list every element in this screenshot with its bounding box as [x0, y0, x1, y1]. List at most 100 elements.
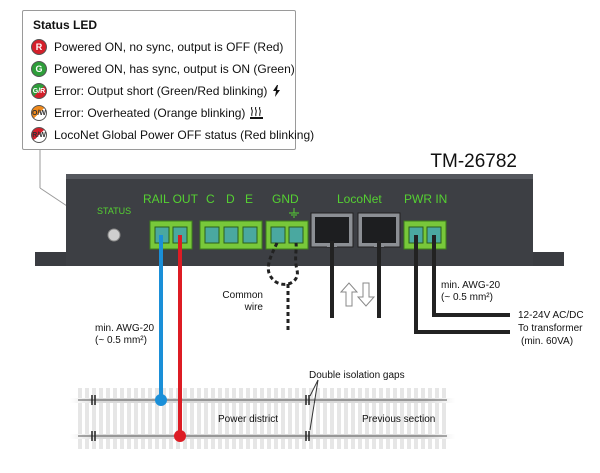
led-red-white-badge: R/W	[31, 127, 47, 143]
legend-item: O/W Error: Overheated (Orange blinking)	[31, 104, 264, 122]
track-sleeper	[218, 388, 222, 449]
status-label: STATUS	[97, 206, 131, 216]
track-sleeper	[225, 388, 229, 449]
track-sleeper	[253, 388, 257, 449]
track-sleeper	[141, 388, 145, 449]
track-sleeper	[85, 388, 89, 449]
arrow-down-icon	[356, 282, 376, 307]
track-sleeper	[407, 388, 411, 449]
mounting-flange-left	[35, 252, 67, 266]
awg-right-label: (~ 0.5 mm²)	[441, 292, 493, 303]
track-sleeper	[260, 388, 264, 449]
track-sleeper	[169, 388, 173, 449]
ground-icon	[289, 208, 299, 218]
track-sleeper	[197, 388, 201, 449]
lightning-icon	[273, 85, 281, 97]
gap-pointer	[309, 379, 319, 431]
legend-item-text: Error: Output short (Green/Red blinking)	[54, 84, 268, 98]
legend-item-text: Error: Overheated (Orange blinking)	[54, 106, 246, 120]
legend-item: G Powered ON, has sync, output is ON (Gr…	[31, 60, 295, 78]
led-green-red-badge: G/R	[31, 83, 47, 99]
track-sleeper	[239, 388, 243, 449]
track-sleeper	[400, 388, 404, 449]
track-sleeper	[274, 388, 278, 449]
track-sleeper	[113, 388, 117, 449]
track-sleepers	[78, 388, 446, 449]
legend-item: R/W LocoNet Global Power OFF status (Red…	[31, 126, 314, 144]
legend-item: R Powered ON, no sync, output is OFF (Re…	[31, 38, 283, 56]
power-label: (min. 60VA)	[521, 336, 573, 347]
rail-out-terminal	[149, 220, 193, 250]
track-sleeper	[155, 388, 159, 449]
track-sleeper	[288, 388, 292, 449]
track-sleeper	[365, 388, 369, 449]
common-wire-label: wire	[244, 302, 264, 313]
power-label: To transformer	[518, 323, 583, 334]
awg-right-label: min. AWG-20	[441, 280, 501, 291]
track-sleeper	[421, 388, 425, 449]
heat-icon	[250, 107, 264, 119]
gnd-terminal	[265, 220, 309, 250]
awg-left-label: min. AWG-20	[95, 323, 155, 334]
track-sleeper	[281, 388, 285, 449]
track-sleeper	[106, 388, 110, 449]
track-sleeper	[162, 388, 166, 449]
track-sleeper	[372, 388, 376, 449]
power-district-label: Power district	[218, 414, 278, 425]
track-sleeper	[302, 388, 306, 449]
track-sleeper	[267, 388, 271, 449]
track-sleeper	[190, 388, 194, 449]
track-sleeper	[337, 388, 341, 449]
track-sleeper	[379, 388, 383, 449]
device-top-edge	[66, 174, 533, 179]
pwr-in-label: PWR IN	[404, 192, 447, 206]
gap-pointer	[309, 379, 319, 397]
awg-left-label: (~ 0.5 mm²)	[95, 335, 147, 346]
led-green-badge: G	[31, 61, 47, 77]
legend-title: Status LED	[33, 18, 98, 32]
wire-blue-joint	[155, 394, 167, 406]
track-sleeper	[414, 388, 418, 449]
track-sleeper	[358, 388, 362, 449]
cde-terminal	[199, 220, 263, 250]
isolation-gap	[91, 395, 310, 441]
track-sleeper	[78, 388, 82, 449]
track-sleeper	[428, 388, 432, 449]
wire-red-joint	[174, 430, 186, 442]
gaps-label: Double isolation gaps	[309, 370, 405, 381]
legend-item-text: LocoNet Global Power OFF status (Red bli…	[54, 128, 315, 142]
led-orange-white-badge: O/W	[31, 105, 47, 121]
model-name: TM-26782	[430, 151, 517, 172]
track-sleeper	[183, 388, 187, 449]
track-sleeper	[92, 388, 96, 449]
d-label: D	[226, 192, 235, 206]
track-sleeper	[295, 388, 299, 449]
track-sleeper	[344, 388, 348, 449]
rail-out-label: RAIL OUT	[143, 192, 199, 206]
e-label: E	[245, 192, 253, 206]
c-label: C	[206, 192, 215, 206]
track-sleeper	[232, 388, 236, 449]
loconet-label: LocoNet	[337, 192, 382, 206]
track-sleeper	[316, 388, 320, 449]
track-sleeper	[211, 388, 215, 449]
legend-item: G/R Error: Output short (Green/Red blink…	[31, 82, 281, 100]
track-sleeper	[120, 388, 124, 449]
mounting-flange-right	[532, 252, 564, 266]
track-sleeper	[351, 388, 355, 449]
track-sleeper	[386, 388, 390, 449]
legend-item-text: Powered ON, has sync, output is ON (Gree…	[54, 62, 295, 76]
power-wire-2	[432, 235, 510, 317]
track-sleeper	[435, 388, 439, 449]
pwr-in-terminal	[403, 220, 447, 250]
gnd-label: GND	[272, 192, 299, 206]
track-sleeper	[330, 388, 334, 449]
power-label: 12-24V AC/DC	[518, 310, 584, 321]
track-sleeper	[127, 388, 131, 449]
common-wire-label: Common	[222, 290, 263, 301]
arrow-up-icon	[339, 282, 359, 307]
legend-item-text: Powered ON, no sync, output is OFF (Red)	[54, 40, 284, 54]
track-sleeper	[246, 388, 250, 449]
led-red-badge: R	[31, 39, 47, 55]
